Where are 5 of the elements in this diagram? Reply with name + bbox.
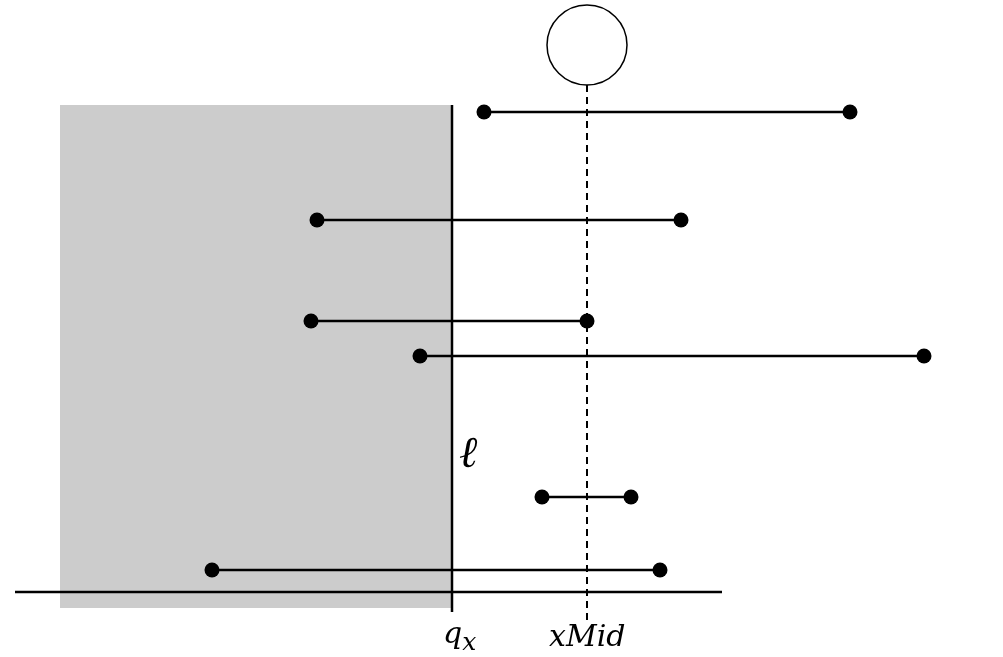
circle-node: [546, 4, 628, 86]
dashed-line: [586, 84, 588, 622]
line-label: ℓ: [459, 430, 478, 474]
tick-label: xMid: [549, 621, 626, 651]
axis-label: q$_{x}$: [443, 618, 477, 654]
